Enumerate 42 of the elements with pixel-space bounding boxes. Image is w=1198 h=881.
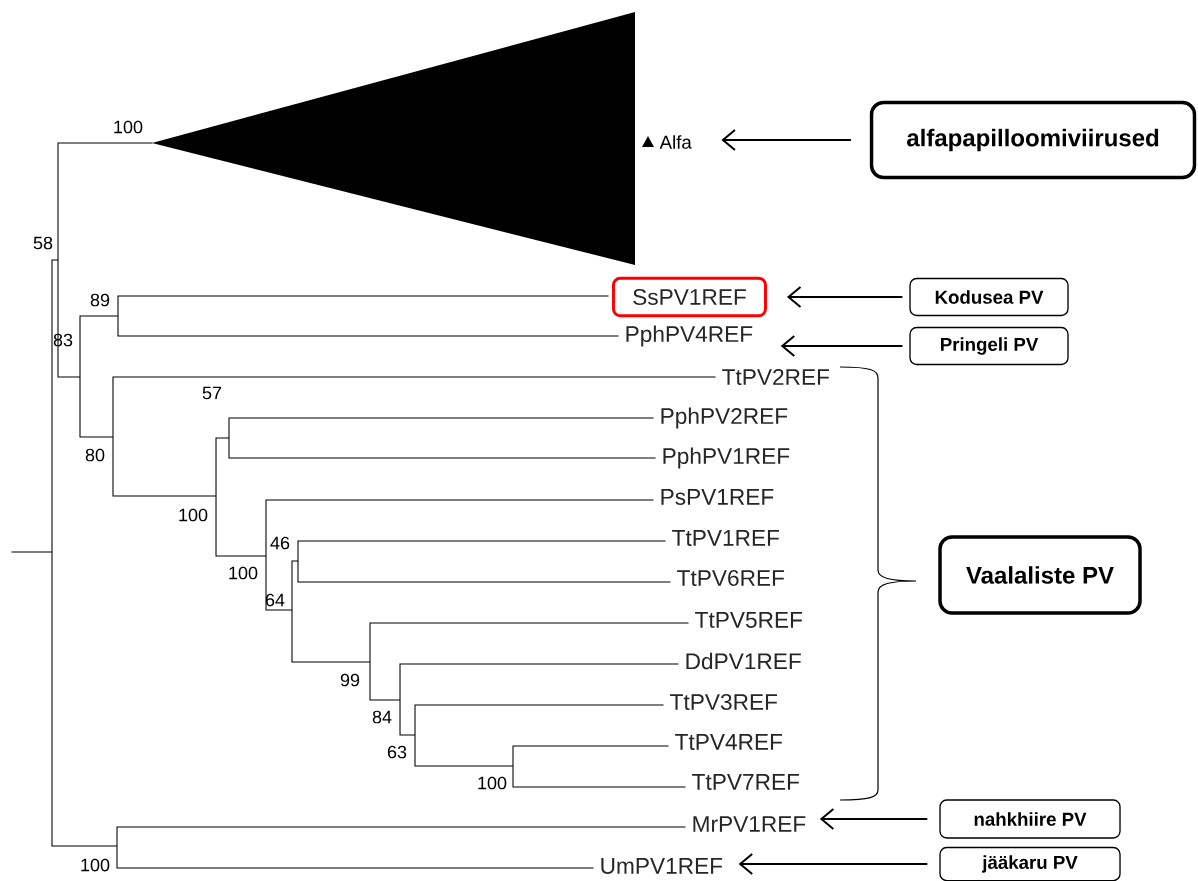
arrow (721, 129, 852, 151)
tip-label: PphPV4REF (626, 325, 753, 347)
tip-label: Alfa (659, 135, 692, 149)
bootstrap-value: 83 (53, 333, 73, 347)
bootstrap-value: 80 (85, 448, 105, 462)
label-box: alfapapilloomiviirused (869, 100, 1197, 180)
bootstrap-value: 100 (179, 508, 208, 522)
label-box: Pringeli PV (909, 326, 1069, 366)
tip-label: TtPV5REF (695, 612, 803, 628)
bootstrap-value: 63 (387, 745, 407, 759)
bootstrap-value: 100 (229, 566, 258, 580)
bootstrap-value: 100 (478, 776, 507, 790)
tip-label: TtPV6REF (677, 570, 785, 587)
label-box: Kodusea PV (909, 277, 1069, 317)
bootstrap-value: 100 (81, 858, 110, 872)
bootstrap-value: 99 (340, 673, 360, 687)
highlighted-tip-label: SsPV1REF (612, 276, 767, 318)
arrow (738, 853, 929, 875)
tip-label: TtPV2REF (722, 369, 830, 385)
arrow (786, 286, 904, 308)
bootstrap-value: 89 (90, 293, 110, 307)
tip-label: TtPV4REF (675, 734, 783, 750)
tip-label: TtPV1REF (672, 530, 780, 546)
tip-label: PphPV1REF (663, 447, 790, 469)
bootstrap-value: 64 (265, 593, 285, 607)
bootstrap-value: 58 (33, 236, 53, 250)
bootstrap-value: 57 (202, 386, 222, 400)
bootstrap-value: 100 (114, 120, 143, 134)
bootstrap-value: 46 (270, 536, 290, 550)
tip-label: PphPV2REF (661, 407, 788, 429)
tip-label: DdPV1REF (686, 652, 801, 670)
label-box: jääkaru PV (939, 846, 1121, 881)
label-box: nahkhiire PV (939, 799, 1121, 839)
tip-label: TtPV3REF (670, 694, 778, 711)
tip-label: PsPV1REF (661, 489, 774, 505)
tip-label: UmPV1REF (601, 858, 723, 874)
tip-label: TtPV7REF (692, 774, 800, 790)
arrow (819, 808, 929, 830)
tip-label: MrPV1REF (693, 816, 806, 832)
bootstrap-value: 84 (372, 710, 392, 724)
label-box: Vaalaliste PV (938, 535, 1142, 615)
arrow (780, 335, 904, 357)
